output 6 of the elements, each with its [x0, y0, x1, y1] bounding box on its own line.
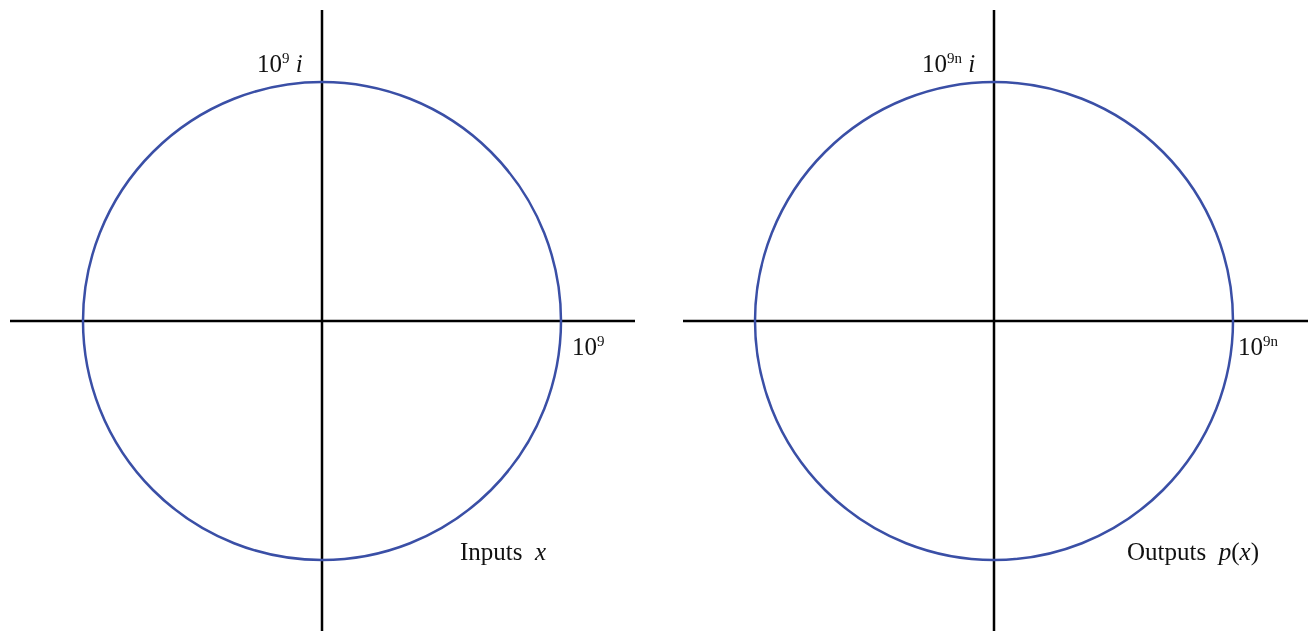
axis-label: 10$^{9n}$ i — [922, 50, 976, 78]
axis-label: 10$^{9}$ — [572, 333, 605, 361]
axis-label: 10$^{9}$ i — [257, 50, 303, 78]
axis-label: 10$^{9n}$ — [1238, 333, 1278, 361]
plane-caption: Outputs p(x) — [1127, 538, 1259, 566]
plane-caption: Inputs x — [460, 538, 547, 566]
